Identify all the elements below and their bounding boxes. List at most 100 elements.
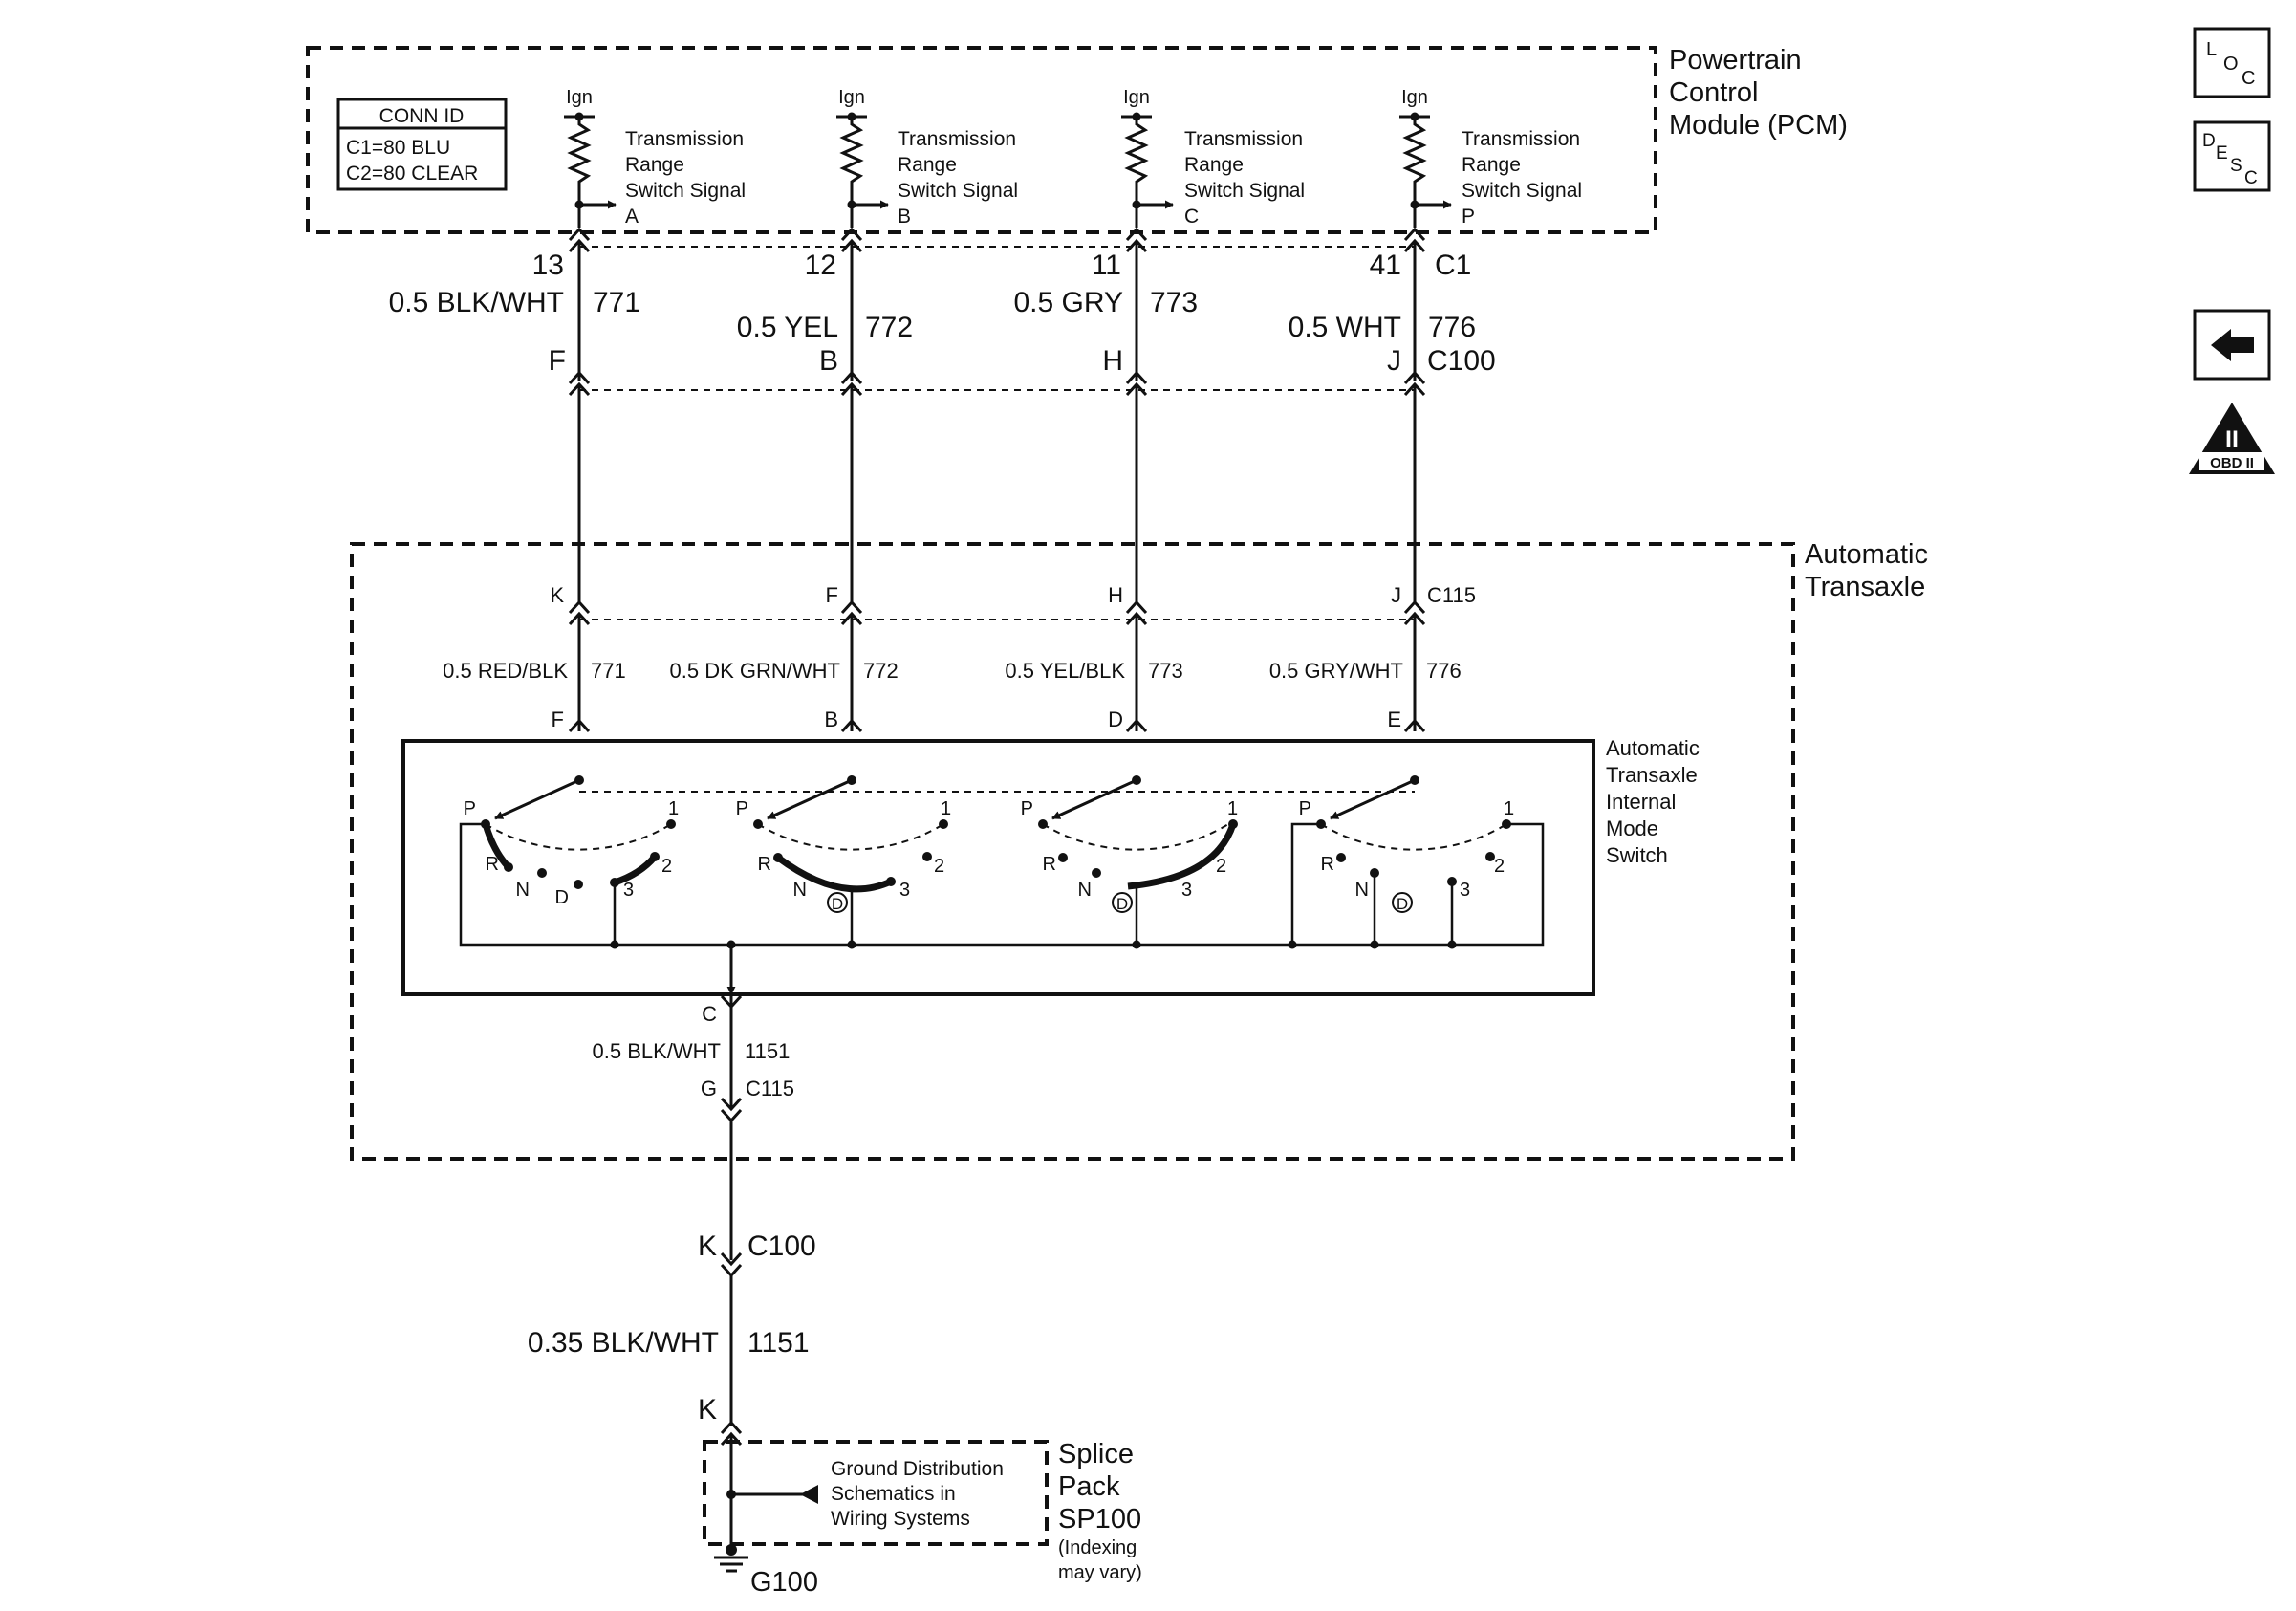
switch-a-label-1: 1 bbox=[668, 798, 679, 819]
transaxle-ground-wire: C 0.5 BLK/WHT 1151 G C115 bbox=[593, 994, 794, 1123]
transaxle-wire-772: F 0.5 DK GRN/WHT 772 B bbox=[670, 583, 899, 733]
switch-b-label-n: N bbox=[793, 880, 807, 901]
c1-pin-773: 11 bbox=[1092, 250, 1121, 281]
circuit-773: 773 bbox=[1150, 287, 1198, 318]
switch-a-pos-d bbox=[574, 880, 583, 889]
c1-terminal-776 bbox=[1403, 227, 1426, 242]
back-arrow-icon[interactable] bbox=[2193, 309, 2271, 381]
c100-pin-773: H bbox=[1102, 345, 1123, 377]
signal-label-b-1: Transmission bbox=[898, 128, 1016, 150]
switch-a-label-3: 3 bbox=[623, 880, 634, 901]
switch-terminal-773 bbox=[1125, 718, 1148, 733]
switch-b-pos-2 bbox=[922, 852, 932, 861]
switch-a-label-d: D bbox=[555, 887, 569, 908]
switch-p-label-2: 2 bbox=[1494, 856, 1505, 877]
signal-label-c-1: Transmission bbox=[1184, 128, 1303, 150]
splice-note-2: may vary) bbox=[1058, 1562, 1142, 1583]
pcm-signal-c: Ign Transmission Range Switch Signal C bbox=[1121, 87, 1305, 228]
ground-circuit: 1151 bbox=[747, 1327, 810, 1359]
transaxle-wire-776: J 0.5 GRY/WHT 776 E bbox=[1269, 583, 1462, 733]
switch-b-label-1: 1 bbox=[941, 798, 951, 819]
desc-icon-c: C bbox=[2244, 168, 2258, 188]
mode-switch-label-1: Automatic bbox=[1606, 736, 1700, 760]
c115-ground-terminal bbox=[720, 1097, 743, 1112]
switch-a-label-2: 2 bbox=[661, 856, 672, 877]
loc-icon[interactable]: L O C bbox=[2193, 27, 2271, 98]
switch-terminal-771 bbox=[568, 718, 591, 733]
signal-letter-c: C bbox=[1184, 206, 1199, 228]
reference-line-2: Schematics in bbox=[831, 1483, 956, 1505]
switch-a-label-p: P bbox=[464, 798, 476, 819]
switch-b-pos-r bbox=[773, 853, 783, 862]
ground-wire-color-internal: 0.5 BLK/WHT bbox=[593, 1039, 721, 1063]
splice-label-2: Pack bbox=[1058, 1471, 1120, 1502]
splice-pin: K bbox=[698, 1394, 717, 1426]
switch-b-blade bbox=[767, 778, 853, 820]
switch-section-a: P R N D 3 2 1 bbox=[459, 775, 679, 947]
loc-icon-c: C bbox=[2242, 68, 2255, 89]
switch-a-loop bbox=[459, 822, 617, 947]
switch-p-label-3: 3 bbox=[1460, 880, 1470, 901]
switch-c-label-r: R bbox=[1043, 854, 1056, 875]
circuit-776-internal: 776 bbox=[1426, 659, 1462, 683]
switch-a-label-r: R bbox=[486, 854, 499, 875]
c1-label: C1 bbox=[1435, 250, 1471, 281]
signal-label-p-2: Range bbox=[1462, 154, 1521, 176]
bus-node-3 bbox=[847, 940, 856, 949]
pcm-title-line-1: Powertrain bbox=[1669, 45, 1802, 76]
c115-pin-773: H bbox=[1108, 583, 1123, 607]
circuit-771-internal: 771 bbox=[591, 659, 626, 683]
switch-b-pos-3 bbox=[886, 877, 896, 886]
wire-color-771: 0.5 BLK/WHT bbox=[389, 287, 564, 318]
switch-p-loop bbox=[1290, 822, 1545, 947]
internal-mode-switch: Automatic Transaxle Internal Mode Switch bbox=[401, 736, 1700, 996]
signal-label-b-2: Range bbox=[898, 154, 957, 176]
pcm-boundary bbox=[306, 46, 1657, 234]
c100-terminal-771 bbox=[568, 370, 591, 385]
switch-terminal-776 bbox=[1403, 718, 1426, 733]
reference-line-1: Ground Distribution bbox=[831, 1458, 1004, 1480]
switch-b-pos-1 bbox=[939, 819, 948, 829]
signal-label-a-3: Switch Signal bbox=[625, 180, 746, 202]
mode-switch-label-3: Internal bbox=[1606, 790, 1676, 814]
desc-icon-s: S bbox=[2230, 156, 2242, 176]
switch-b-label-d: D bbox=[832, 895, 843, 913]
switch-c-label-3: 3 bbox=[1181, 880, 1192, 901]
wire-color-776-internal: 0.5 GRY/WHT bbox=[1269, 659, 1403, 683]
mode-switch-label-5: Switch bbox=[1606, 843, 1668, 867]
conn-id-title: CONN ID bbox=[379, 105, 465, 127]
switch-a-pivot bbox=[574, 775, 584, 785]
c115-terminal-771 bbox=[568, 599, 591, 615]
loc-icon-o: O bbox=[2223, 54, 2239, 75]
ign-label-p: Ign bbox=[1401, 87, 1428, 108]
splice-note-1: (Indexing bbox=[1058, 1537, 1137, 1558]
c1-terminal-771 bbox=[568, 227, 591, 242]
switch-b-label-2: 2 bbox=[934, 856, 944, 877]
signal-label-c-2: Range bbox=[1184, 154, 1244, 176]
c1-pin-776: 41 bbox=[1370, 250, 1401, 281]
switch-c-label-d: D bbox=[1116, 895, 1128, 913]
switch-a-blade bbox=[494, 778, 580, 820]
switch-b-pos-p bbox=[753, 819, 763, 829]
switch-b-label-p: P bbox=[736, 798, 748, 819]
switch-pin-776: E bbox=[1387, 708, 1401, 731]
ground-wire-color: 0.35 BLK/WHT bbox=[528, 1327, 719, 1359]
switch-b-d-ring bbox=[827, 892, 848, 913]
switch-b-pivot bbox=[847, 775, 856, 785]
switch-c-label-2: 2 bbox=[1216, 856, 1226, 877]
c115-pin-776: J bbox=[1391, 583, 1401, 607]
switch-c-pivot bbox=[1132, 775, 1141, 785]
switch-c-label-p: P bbox=[1021, 798, 1033, 819]
harness-wire-772: 12 0.5 YEL 772 B bbox=[737, 227, 913, 397]
desc-icon[interactable]: D E S C bbox=[2193, 120, 2271, 192]
splice-label-1: Splice bbox=[1058, 1439, 1134, 1469]
conn-id-c1: C1=80 BLU bbox=[346, 137, 450, 159]
reference-line-3: Wiring Systems bbox=[831, 1508, 970, 1530]
pcm-title-line-2: Control bbox=[1669, 77, 1759, 108]
wire-color-776: 0.5 WHT bbox=[1289, 312, 1401, 343]
wire-color-772: 0.5 YEL bbox=[737, 312, 838, 343]
pcm-signal-p: Ign Transmission Range Switch Signal P bbox=[1399, 87, 1582, 228]
obd-ii-icon[interactable]: II OBD II bbox=[2189, 403, 2275, 474]
switch-p-label-p: P bbox=[1299, 798, 1311, 819]
mode-switch-label-2: Transaxle bbox=[1606, 763, 1698, 787]
